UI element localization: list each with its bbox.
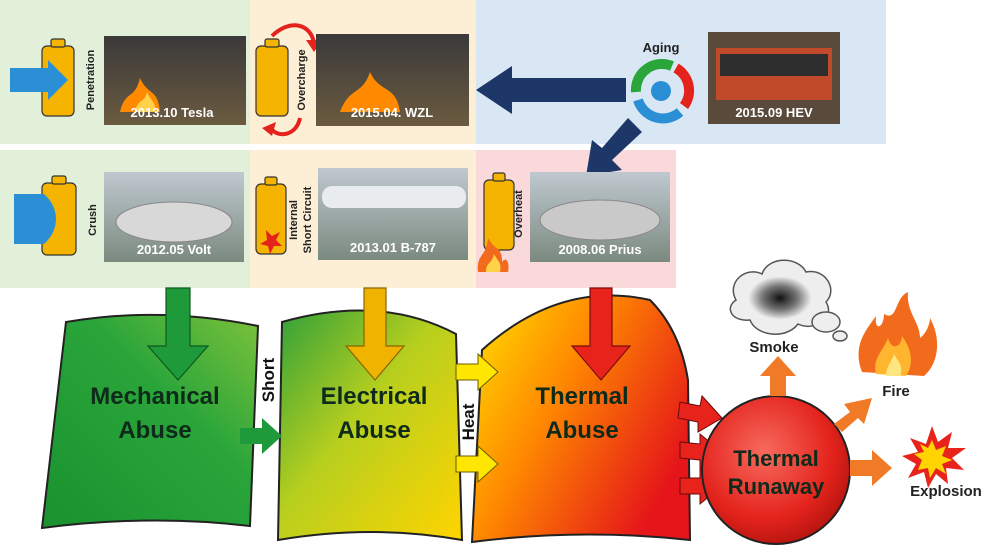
- thermal-abuse-label: Thermal: [535, 383, 628, 410]
- crush-press-icon: [14, 194, 56, 244]
- electrical-abuse-block: Electrical Abuse: [276, 309, 464, 542]
- case-penetration: Penetration 2013.10 Tesla: [10, 36, 246, 125]
- case-internal-short: Internal Short Circuit 2013.01 B-787: [255, 168, 468, 260]
- battery-terminal: [492, 172, 506, 182]
- thermal-runaway-label: Thermal: [733, 446, 819, 471]
- photo-caption-hev: 2015.09 HEV: [735, 105, 813, 120]
- thermal-to-runaway-arrow-1: [677, 394, 723, 433]
- case-overheat: Overheat 2008.06 Prius: [477, 172, 670, 272]
- thermal-abuse-label-2: Abuse: [545, 417, 618, 444]
- case-overcharge: Overcharge 2015.04. WZL: [255, 23, 469, 137]
- fire-flame-icon: [340, 72, 400, 112]
- trigger-label-overcharge: Overcharge: [296, 49, 308, 110]
- photo-caption-volt: 2012.05 Volt: [137, 242, 212, 257]
- trigger-label-short-circuit: Short Circuit: [302, 186, 314, 253]
- electrical-abuse-label: Electrical: [321, 383, 428, 410]
- battery-terminal: [264, 38, 280, 48]
- electrical-to-thermal-arrow-upper: [455, 352, 499, 392]
- mechanical-abuse-label-2: Abuse: [118, 417, 191, 444]
- trigger-label-internal: Internal: [288, 200, 300, 240]
- trigger-label-aging: Aging: [643, 40, 680, 55]
- thermal-abuse-block: Thermal Abuse: [470, 294, 692, 544]
- short-spark-icon: [260, 230, 282, 254]
- smoke-icon: [729, 259, 848, 342]
- battery-terminal: [264, 176, 278, 186]
- mechanical-abuse-block: Mechanical Abuse: [40, 313, 260, 530]
- photo-caption-tesla: 2013.10 Tesla: [131, 105, 215, 120]
- short-link-label: Short: [259, 357, 278, 402]
- electrical-to-thermal-arrow-lower: [455, 444, 499, 484]
- photo-caption-wzl: 2015.04. WZL: [351, 105, 433, 120]
- trigger-label-overheat: Overheat: [513, 190, 525, 238]
- trigger-label-penetration: Penetration: [85, 49, 97, 110]
- overheat-to-thermal-arrow: [570, 287, 632, 381]
- penetration-arrow-icon: [10, 60, 68, 100]
- battery-terminal: [50, 38, 66, 48]
- case-crush: Crush 2012.05 Volt: [14, 172, 244, 262]
- runaway-to-smoke-arrow: [760, 356, 796, 396]
- crush-to-mechanical-arrow: [146, 287, 210, 381]
- smoke-label: Smoke: [749, 339, 798, 356]
- cycle-arrow-icon: [270, 23, 316, 45]
- trigger-label-crush: Crush: [87, 204, 99, 236]
- explosion-label: Explosion: [910, 483, 982, 500]
- case-aging: Aging 2015.09 HEV: [630, 32, 840, 124]
- battery-terminal: [51, 175, 67, 185]
- mechanical-abuse-label: Mechanical: [90, 383, 219, 410]
- aging-to-overcharge-arrow: [476, 66, 626, 114]
- thermal-runaway-label-2: Runaway: [728, 474, 825, 499]
- photo-caption-prius: 2008.06 Prius: [558, 242, 641, 257]
- heat-link-label: Heat: [459, 403, 478, 440]
- mechanical-to-electrical-arrow: [240, 418, 282, 454]
- photo-b787-plane: [318, 168, 468, 260]
- runaway-to-fire-arrow: [834, 398, 872, 432]
- fire-label: Fire: [882, 383, 910, 400]
- aging-to-overheat-arrow: [586, 118, 642, 176]
- fire-icon: [858, 292, 938, 376]
- short-to-electrical-arrow: [344, 287, 406, 381]
- aging-cycle-icon: [630, 59, 695, 124]
- runaway-to-explosion-arrow: [850, 450, 892, 486]
- battery-icon: [255, 45, 289, 117]
- thermal-runaway-node: Thermal Runaway: [701, 395, 851, 545]
- photo-caption-b787: 2013.01 B-787: [350, 240, 436, 255]
- flame-icon: [477, 238, 509, 272]
- electrical-abuse-label-2: Abuse: [337, 417, 410, 444]
- explosion-icon: [902, 426, 966, 488]
